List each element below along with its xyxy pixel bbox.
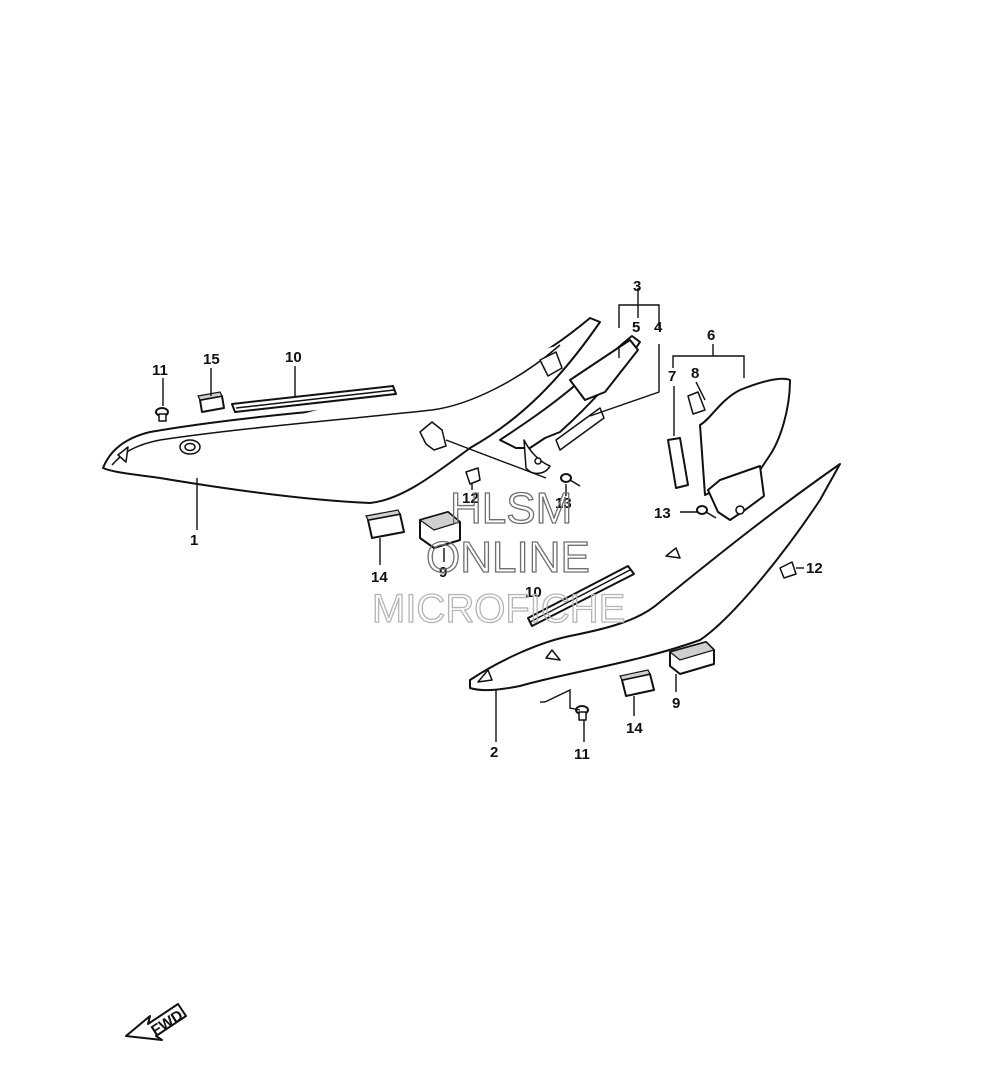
callout-8: 8 (691, 365, 699, 382)
callout-10-upper: 10 (285, 349, 302, 366)
watermark-line-1: HLSM (450, 484, 572, 533)
cushion-pad-14-right (619, 669, 655, 697)
callout-14-right: 14 (626, 720, 643, 737)
watermark: HLSM ONLINE MICROFICHE (371, 483, 626, 631)
screw-13-right (696, 505, 717, 519)
side-panel-6 (667, 377, 791, 521)
callout-6: 6 (707, 327, 715, 344)
rubber-block-9-right (668, 641, 716, 675)
rear-cover-assembly-3 (499, 335, 641, 475)
callout-5: 5 (632, 319, 640, 336)
screw-13-left (560, 473, 581, 487)
callout-12-right: 12 (806, 560, 823, 577)
screw-11-lower (575, 705, 589, 721)
callout-4: 4 (654, 319, 663, 336)
clip-12-right (779, 561, 797, 579)
callout-11-lower: 11 (574, 746, 590, 763)
callout-15: 15 (203, 351, 220, 368)
frame-cover-right (469, 463, 841, 692)
callout-2: 2 (490, 744, 498, 761)
watermark-line-2: ONLINE (426, 533, 590, 582)
callout-1: 1 (190, 532, 198, 549)
frame-cover-left (102, 317, 601, 504)
cushion-pad-14-left (365, 509, 405, 539)
callout-7: 7 (668, 368, 676, 385)
watermark-line-3: MICROFICHE (372, 587, 625, 631)
callout-labels: 1 2 3 4 5 6 7 8 9 9 10 10 11 11 12 12 13… (152, 278, 823, 763)
rubber-block-9-left (418, 511, 462, 549)
callout-9-right: 9 (672, 695, 680, 712)
callout-12-left: 12 (462, 490, 479, 507)
callout-13-right: 13 (654, 505, 671, 522)
callout-11-upper: 11 (152, 362, 168, 379)
forward-direction-arrow: FWD (125, 1003, 187, 1041)
trim-strip-10-upper (231, 385, 397, 413)
screw-11-upper (155, 407, 169, 422)
callout-9-left: 9 (439, 564, 447, 581)
callout-14-left: 14 (371, 569, 388, 586)
callout-3: 3 (633, 278, 641, 295)
leader-lines (162, 288, 804, 742)
callout-10-lower: 10 (525, 584, 542, 601)
callout-13-left: 13 (555, 495, 572, 512)
clip-12-left (465, 467, 481, 485)
trim-strip-10-lower (527, 565, 635, 627)
cushion-pad-15 (197, 391, 225, 413)
